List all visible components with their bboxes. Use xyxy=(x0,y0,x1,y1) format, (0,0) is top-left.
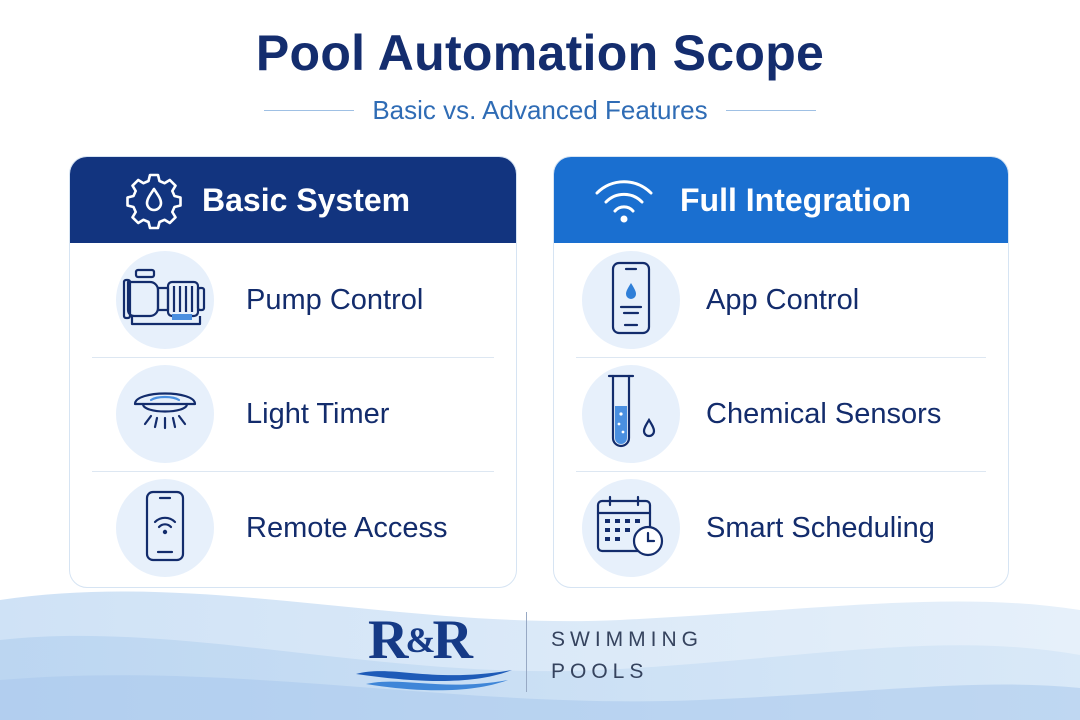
icon-badge xyxy=(582,251,680,349)
test-tube-icon xyxy=(599,372,663,457)
item-label: Remote Access xyxy=(246,511,448,544)
wave-background xyxy=(0,591,1080,720)
full-integration-title: Full Integration xyxy=(680,181,912,218)
pool-pump-icon xyxy=(122,268,208,333)
page-title: Pool Automation Scope xyxy=(255,25,825,81)
logo-amp: & xyxy=(405,620,435,660)
item-label: Light Timer xyxy=(246,397,390,430)
subtitle-divider-left xyxy=(264,109,355,111)
list-item-remote-access: Remote Access xyxy=(70,471,516,585)
full-integration-card: Full Integration App Control xyxy=(553,156,1009,588)
icon-badge xyxy=(116,365,214,463)
calendar-clock-icon xyxy=(596,495,666,562)
logo-r1: R xyxy=(368,609,408,671)
list-item-pump-control: Pump Control xyxy=(70,243,516,357)
item-label: Smart Scheduling xyxy=(706,511,935,544)
list-item-light-timer: Light Timer xyxy=(70,357,516,471)
logo-r2: R xyxy=(432,609,472,671)
basic-system-title: Basic System xyxy=(202,181,411,218)
phone-water-drop-icon xyxy=(609,261,653,340)
gear-water-drop-icon xyxy=(122,168,186,232)
item-label: Pump Control xyxy=(246,283,424,316)
logo-wave-icon xyxy=(356,670,512,691)
logo-word-swimming: SWIMMING xyxy=(551,628,703,651)
company-logo: R&R SWIMMING POOLS xyxy=(352,606,732,696)
phone-wifi-icon xyxy=(143,490,187,567)
page-subtitle: Basic vs. Advanced Features xyxy=(372,94,708,125)
wifi-icon xyxy=(592,168,656,232)
basic-system-header: Basic System xyxy=(70,157,516,243)
full-integration-header: Full Integration xyxy=(554,157,1008,243)
subtitle-divider-right xyxy=(725,109,816,111)
subtitle-row: Basic vs. Advanced Features xyxy=(0,93,1080,127)
icon-badge xyxy=(116,479,214,577)
logo-mark: R&R xyxy=(352,606,517,696)
basic-system-card: Basic System xyxy=(69,156,517,588)
item-label: Chemical Sensors xyxy=(706,397,942,430)
icon-badge xyxy=(116,251,214,349)
icon-badge xyxy=(582,479,680,577)
pool-light-icon xyxy=(129,384,201,445)
icon-badge xyxy=(582,365,680,463)
logo-word-pools: POOLS xyxy=(551,660,649,683)
list-item-chemical-sensors: Chemical Sensors xyxy=(554,357,1008,471)
item-label: App Control xyxy=(706,283,860,316)
list-item-smart-scheduling: Smart Scheduling xyxy=(554,471,1008,585)
logo-divider xyxy=(526,612,527,692)
logo-monogram: R&R xyxy=(368,608,473,672)
list-item-app-control: App Control xyxy=(554,243,1008,357)
